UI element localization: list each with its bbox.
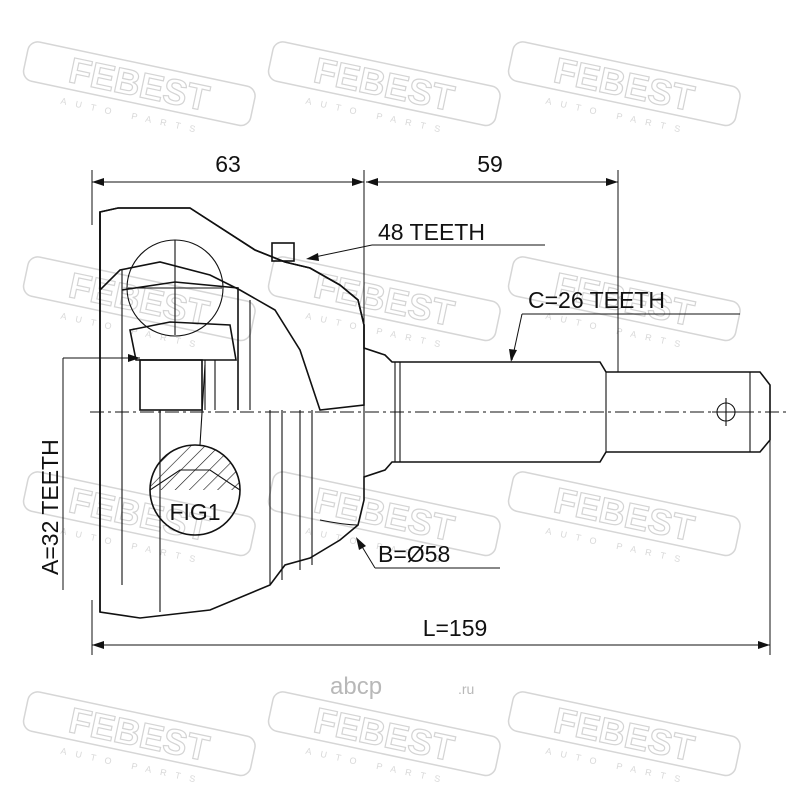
abcp-logo-suffix: .ru (458, 681, 474, 697)
dim-length: L=159 (91, 440, 771, 655)
dim-width-right: 59 (366, 151, 619, 372)
length-label: L=159 (423, 615, 488, 641)
callout-spline-a: A=32 TEETH (37, 354, 140, 590)
fig1-label: FIG1 (169, 499, 220, 525)
abcp-logo-name: abcp (330, 673, 382, 700)
seal-b-label: B=Ø58 (378, 541, 450, 567)
cv-joint-body (99, 207, 771, 619)
callout-outer-teeth: 48 TEETH (306, 219, 545, 261)
dim-width-left-label: 63 (215, 151, 241, 177)
dim-width-right-label: 59 (477, 151, 503, 177)
callout-seal-b: B=Ø58 (356, 537, 500, 569)
outer-teeth-label: 48 TEETH (378, 219, 485, 245)
spline-a-label: A=32 TEETH (37, 439, 63, 575)
dim-width-left: 63 (91, 151, 365, 340)
spline-c-label: C=26 TEETH (528, 287, 665, 313)
callout-spline-c: C=26 TEETH (509, 287, 740, 362)
abcp-logo: abcp .ru (330, 673, 474, 700)
fig1-detail: FIG1 (149, 364, 241, 536)
